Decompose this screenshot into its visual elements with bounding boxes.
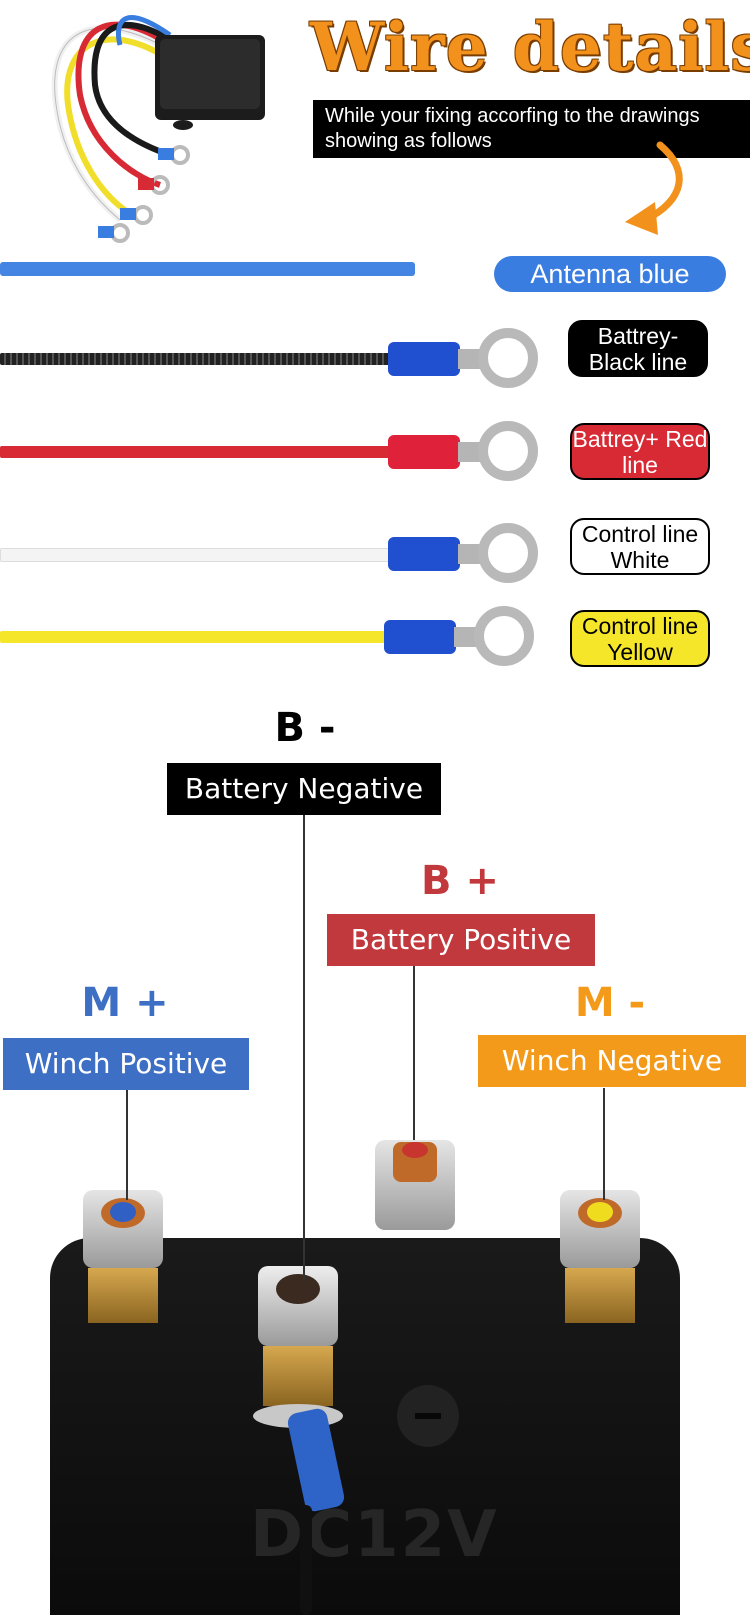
antenna-label: Antenna blue xyxy=(494,256,726,292)
yellow-wire-label: Control line Yellow xyxy=(570,610,710,667)
minus-symbol xyxy=(397,1385,459,1447)
white-wire-row xyxy=(0,515,560,585)
solenoid-marking: DC12V xyxy=(250,1498,499,1572)
b-plus-post xyxy=(360,1140,470,1280)
terminal-neck xyxy=(454,627,478,647)
receiver-box-illustration xyxy=(51,15,265,243)
b-minus-cable xyxy=(300,1505,312,1615)
subtitle-banner: While your fixing accorfing to the drawi… xyxy=(313,100,750,158)
white-wire-label: Control line White xyxy=(570,518,710,575)
red-wire-row xyxy=(0,413,560,483)
yellow-wire xyxy=(0,631,395,643)
blue-sleeve xyxy=(388,342,460,376)
b-plus-code: B + xyxy=(421,858,499,904)
ring-terminal xyxy=(478,328,538,388)
terminal-neck xyxy=(458,544,482,564)
b-plus-leader xyxy=(413,965,415,1140)
yellow-wire-row xyxy=(0,603,560,673)
b-plus-name: Battery Positive xyxy=(327,914,595,966)
page-title: Wire details xyxy=(310,8,750,86)
m-minus-code: M - xyxy=(574,980,646,1026)
curved-arrow-icon xyxy=(625,141,683,235)
terminal-neck xyxy=(458,349,482,369)
m-minus-name: Winch Negative xyxy=(478,1035,746,1087)
black-wire-label: Battrey- Black line xyxy=(568,320,708,377)
m-minus-leader xyxy=(603,1088,605,1200)
antenna-wire xyxy=(0,262,415,276)
receiver-photo xyxy=(20,5,300,255)
red-wire xyxy=(0,446,395,458)
red-sleeve xyxy=(388,435,460,469)
blue-sleeve xyxy=(388,537,460,571)
m-plus-leader xyxy=(126,1090,128,1200)
white-wire xyxy=(0,548,397,562)
ring-terminal xyxy=(474,606,534,666)
black-wire xyxy=(0,353,395,365)
b-minus-code: B - xyxy=(274,705,336,751)
b-minus-post xyxy=(243,1266,353,1456)
red-wire-label: Battrey+ Red line xyxy=(570,423,710,480)
terminal-neck xyxy=(458,442,482,462)
ring-terminal xyxy=(478,523,538,583)
m-plus-code: M + xyxy=(81,980,169,1026)
b-minus-name: Battery Negative xyxy=(167,763,441,815)
m-minus-post xyxy=(545,1190,655,1350)
ring-terminal xyxy=(478,421,538,481)
black-wire-row xyxy=(0,320,560,390)
b-minus-leader xyxy=(303,812,305,1280)
m-plus-post xyxy=(68,1190,178,1350)
m-plus-name: Winch Positive xyxy=(3,1038,249,1090)
blue-sleeve xyxy=(384,620,456,654)
